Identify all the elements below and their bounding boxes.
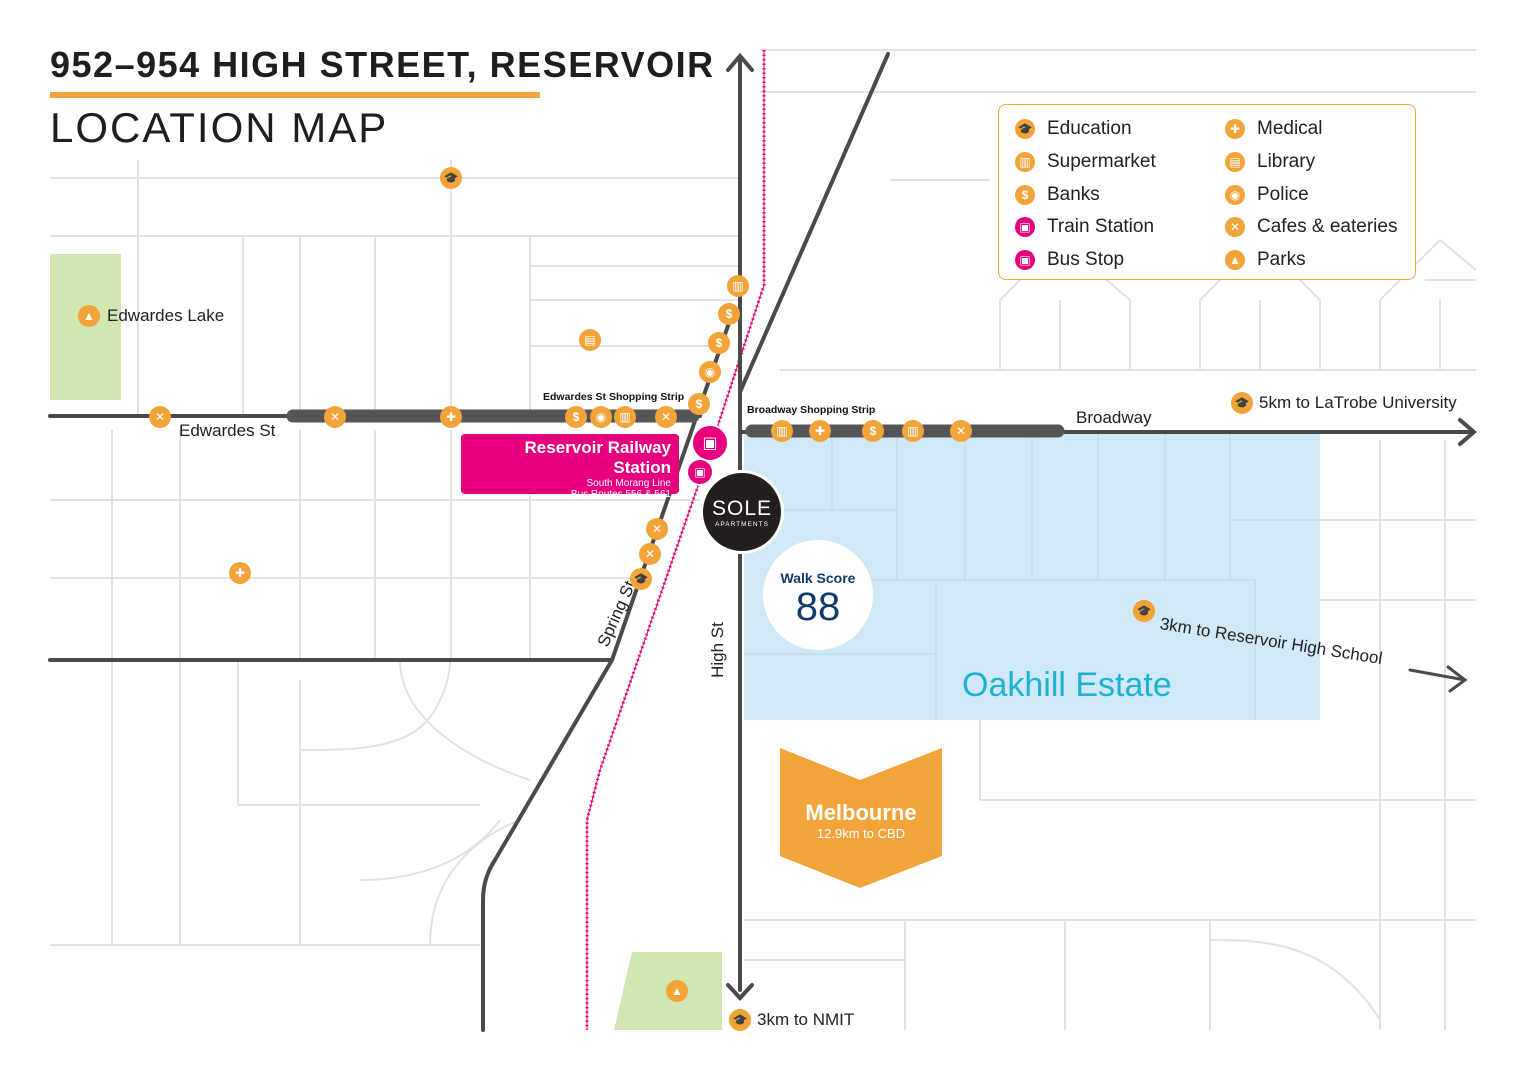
poi-bank-icon: $ (862, 420, 884, 442)
melbourne-chevron (780, 748, 942, 888)
station-line: South Morang Line (586, 478, 671, 489)
book-icon: ▤ (1225, 152, 1245, 172)
legend-label: Train Station (1047, 216, 1155, 237)
dollar-icon: $ (1015, 185, 1035, 205)
edwardes-lake-label: Edwardes Lake (107, 306, 225, 325)
legend-item-medical: ✚ Medical (1225, 118, 1322, 140)
poi-bank-icon: $ (688, 393, 710, 415)
street-label-high: High St (707, 622, 727, 678)
graduation-cap-icon: 🎓 (1231, 392, 1253, 414)
railway-station-callout: Reservoir Railway Station South Morang L… (461, 434, 679, 500)
poi-park-icon: ▲ (78, 305, 100, 327)
legend-item-library: ▤ Library (1225, 151, 1315, 173)
oakhill-estate-label: Oakhill Estate (962, 666, 1172, 704)
poi-medical-icon: ✚ (229, 562, 251, 584)
poi-cafe-icon: ✕ (950, 420, 972, 442)
legend-label: Medical (1257, 118, 1323, 139)
background-streets (50, 49, 1477, 1030)
walk-score-badge: Walk Score 88 (763, 540, 873, 650)
poi-police-icon: ◉ (699, 361, 721, 383)
poi-cafe-icon: ✕ (149, 406, 171, 428)
poi-education-icon: 🎓 (440, 167, 462, 189)
poi-medical-icon: ✚ (809, 420, 831, 442)
legend-label: Supermarket (1047, 151, 1156, 172)
poi-education-icon: 🎓 (1133, 600, 1155, 622)
basket-icon: ▥ (1015, 152, 1035, 172)
spring-st-road (481, 318, 732, 1032)
cutlery-icon: ✕ (1225, 217, 1245, 237)
poi-supermarket-icon: ▥ (771, 420, 793, 442)
badge-icon: ◉ (1225, 185, 1245, 205)
train-icon: ▣ (691, 424, 729, 462)
poi-supermarket-icon: ▥ (727, 275, 749, 297)
poi-supermarket-icon: ▥ (902, 420, 924, 442)
poi-education-icon: 🎓 (630, 568, 652, 590)
street-label-broadway: Broadway (1076, 408, 1152, 427)
poi-education-icon: 🎓 (729, 1009, 751, 1031)
poi-cafe-icon: ✕ (639, 543, 661, 565)
walk-score-value: 88 (795, 585, 841, 629)
legend-item-supermarket: ▥ Supermarket (1015, 151, 1156, 173)
legend-label: Library (1257, 151, 1316, 172)
walk-score-label: Walk Score (780, 570, 856, 586)
poi-police-icon: ◉ (590, 406, 612, 428)
sole-tagline: APARTMENTS (715, 521, 769, 528)
legend-item-cafes: ✕ Cafes & eateries (1225, 216, 1397, 238)
poi-supermarket-icon: ▥ (614, 406, 636, 428)
poi-bank-icon: $ (718, 303, 740, 325)
street-label-edwardes: Edwardes St (179, 421, 276, 440)
legend-item-parks: ▲ Parks (1225, 249, 1306, 271)
page-title: 952–954 HIGH STREET, RESERVOIR (50, 44, 715, 85)
poi-bank-icon: $ (708, 332, 730, 354)
sole-logo: SOLE (711, 497, 773, 520)
broadway-strip-label: Broadway Shopping Strip (747, 404, 876, 416)
destination-latrobe: 5km to LaTrobe University (1259, 393, 1457, 412)
legend-item-bus-stop: ▣ Bus Stop (1015, 249, 1124, 271)
legend-item-police: ◉ Police (1225, 184, 1309, 206)
legend-item-banks: $ Banks (1015, 184, 1100, 206)
poi-park-icon: ▲ (666, 980, 688, 1002)
legend-label: Education (1047, 118, 1132, 139)
page-subtitle: LOCATION MAP (50, 104, 389, 151)
melbourne-label: Melbourne (805, 800, 917, 825)
graduation-cap-icon: 🎓 (1015, 119, 1035, 139)
legend-label: Cafes & eateries (1257, 216, 1398, 237)
poi-bank-icon: $ (565, 406, 587, 428)
legend-label: Banks (1047, 184, 1100, 205)
poi-cafe-icon: ✕ (324, 406, 346, 428)
legend-item-train-station: ▣ Train Station (1015, 216, 1154, 238)
tree-icon: ▲ (1225, 250, 1245, 270)
oakhill-estate-area (744, 432, 1320, 720)
melbourne-distance: 12.9km to CBD (816, 826, 906, 841)
park-edwardes-lake (50, 254, 121, 400)
edwardes-strip-label: Edwardes St Shopping Strip (543, 391, 685, 403)
medical-cross-icon: ✚ (1225, 119, 1245, 139)
poi-cafe-icon: ✕ (655, 406, 677, 428)
bus-icon: ▣ (686, 458, 714, 486)
diagonal-road (738, 52, 890, 394)
destination-nmit: 3km to NMIT (757, 1010, 855, 1029)
sole-apartments-marker: SOLE APARTMENTS (700, 470, 784, 554)
legend-label: Bus Stop (1047, 249, 1125, 270)
legend-label: Parks (1257, 249, 1306, 270)
legend-item-education: 🎓 Education (1015, 118, 1132, 140)
station-name: Reservoir Railway Station (524, 438, 671, 477)
melbourne-direction: Melbourne 12.9km to CBD (780, 800, 942, 841)
poi-medical-icon: ✚ (440, 406, 462, 428)
legend-label: Police (1257, 184, 1309, 205)
bus-icon: ▣ (1015, 250, 1035, 270)
train-icon: ▣ (1015, 217, 1035, 237)
poi-cafe-icon: ✕ (646, 518, 668, 540)
poi-library-icon: ▤ (579, 329, 601, 351)
station-bus-routes: Bus Routes 556 & 561 (570, 489, 671, 500)
title-underline (50, 92, 540, 98)
map-legend: 🎓 Education ▥ Supermarket $ Banks ▣ Trai… (998, 104, 1416, 280)
